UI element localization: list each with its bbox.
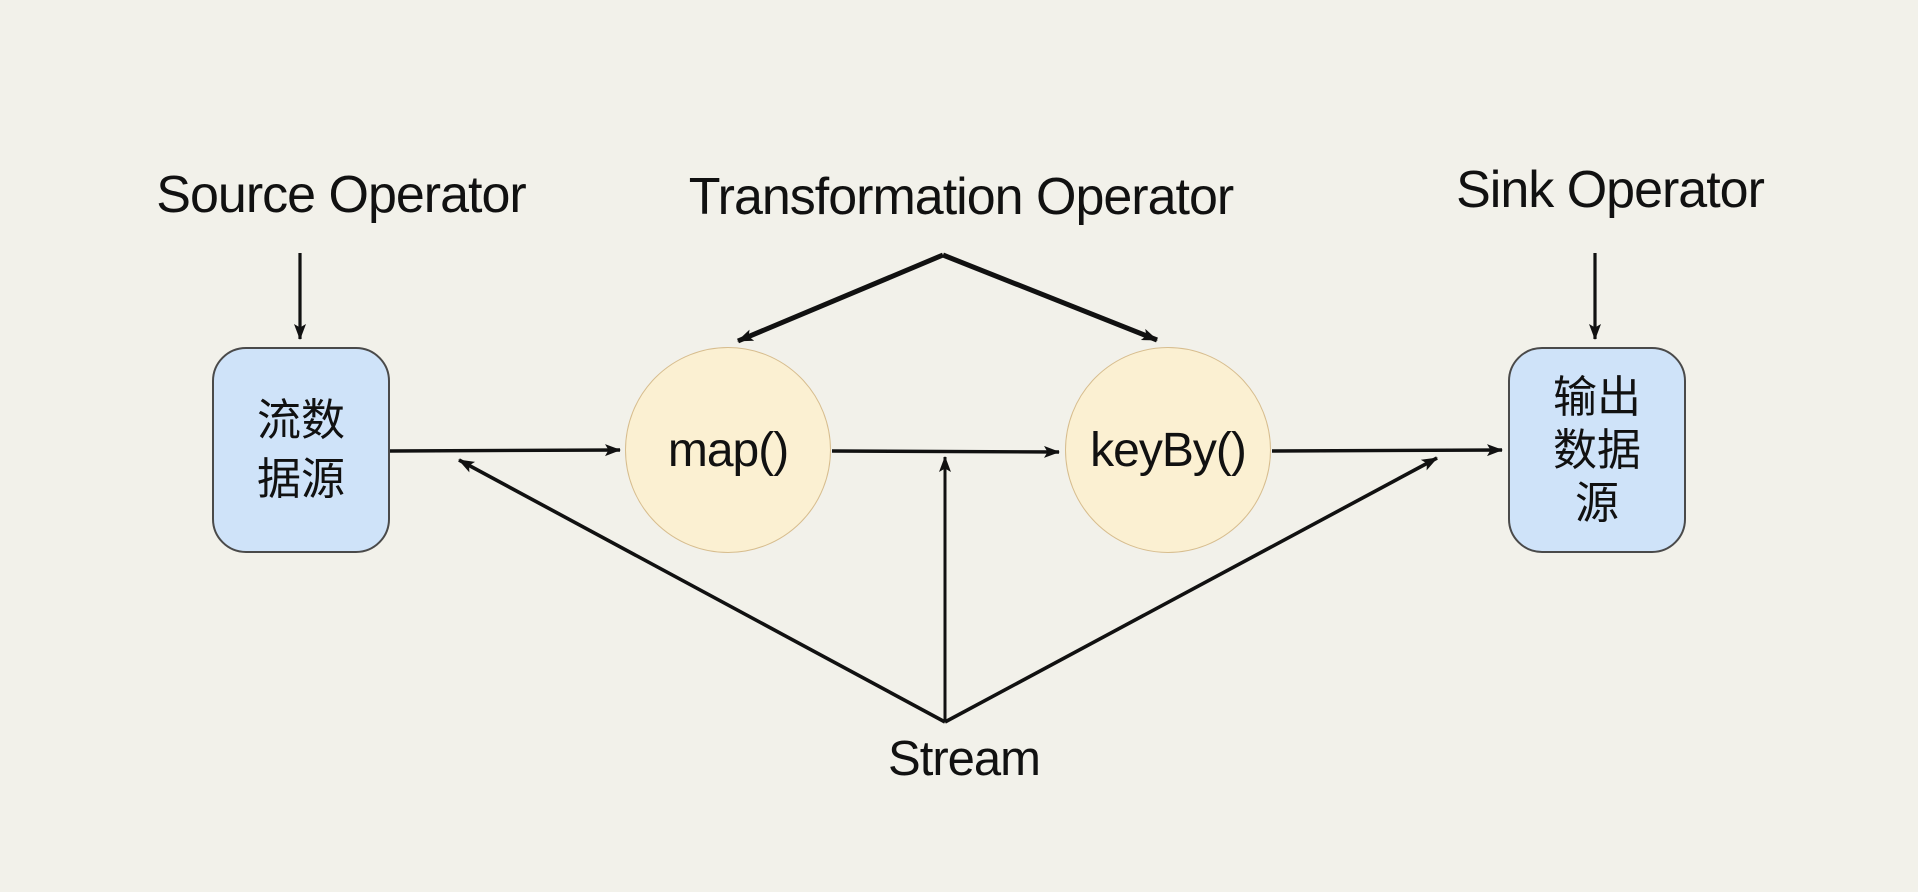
map-node-label: map()	[667, 423, 789, 477]
stream-label: Stream	[888, 732, 1041, 786]
source-node: 流数 据源	[212, 347, 390, 553]
source-node-label: 流数 据源	[257, 396, 345, 504]
edge-keyby-to-sink	[1271, 444, 1503, 457]
sink-node: 输出 数据 源	[1508, 347, 1686, 553]
edge-stream-to-source-map	[458, 458, 946, 724]
edge-transformation-to-keyby	[942, 252, 1158, 343]
edge-stream-to-keyby-sink	[944, 456, 1438, 724]
map-node: map()	[625, 347, 831, 553]
sink-operator-label: Sink Operator	[1456, 161, 1765, 219]
source-operator-label: Source Operator	[156, 166, 526, 224]
edge-transformation-to-map	[737, 252, 944, 344]
edge-source-to-map	[389, 444, 621, 457]
keyby-node: keyBy()	[1065, 347, 1271, 553]
edge-map-to-keyby	[831, 445, 1060, 458]
keyby-node-label: keyBy()	[1090, 423, 1247, 477]
sink-node-label: 输出 数据 源	[1553, 372, 1641, 528]
transformation-operator-label: Transformation Operator	[688, 168, 1234, 226]
